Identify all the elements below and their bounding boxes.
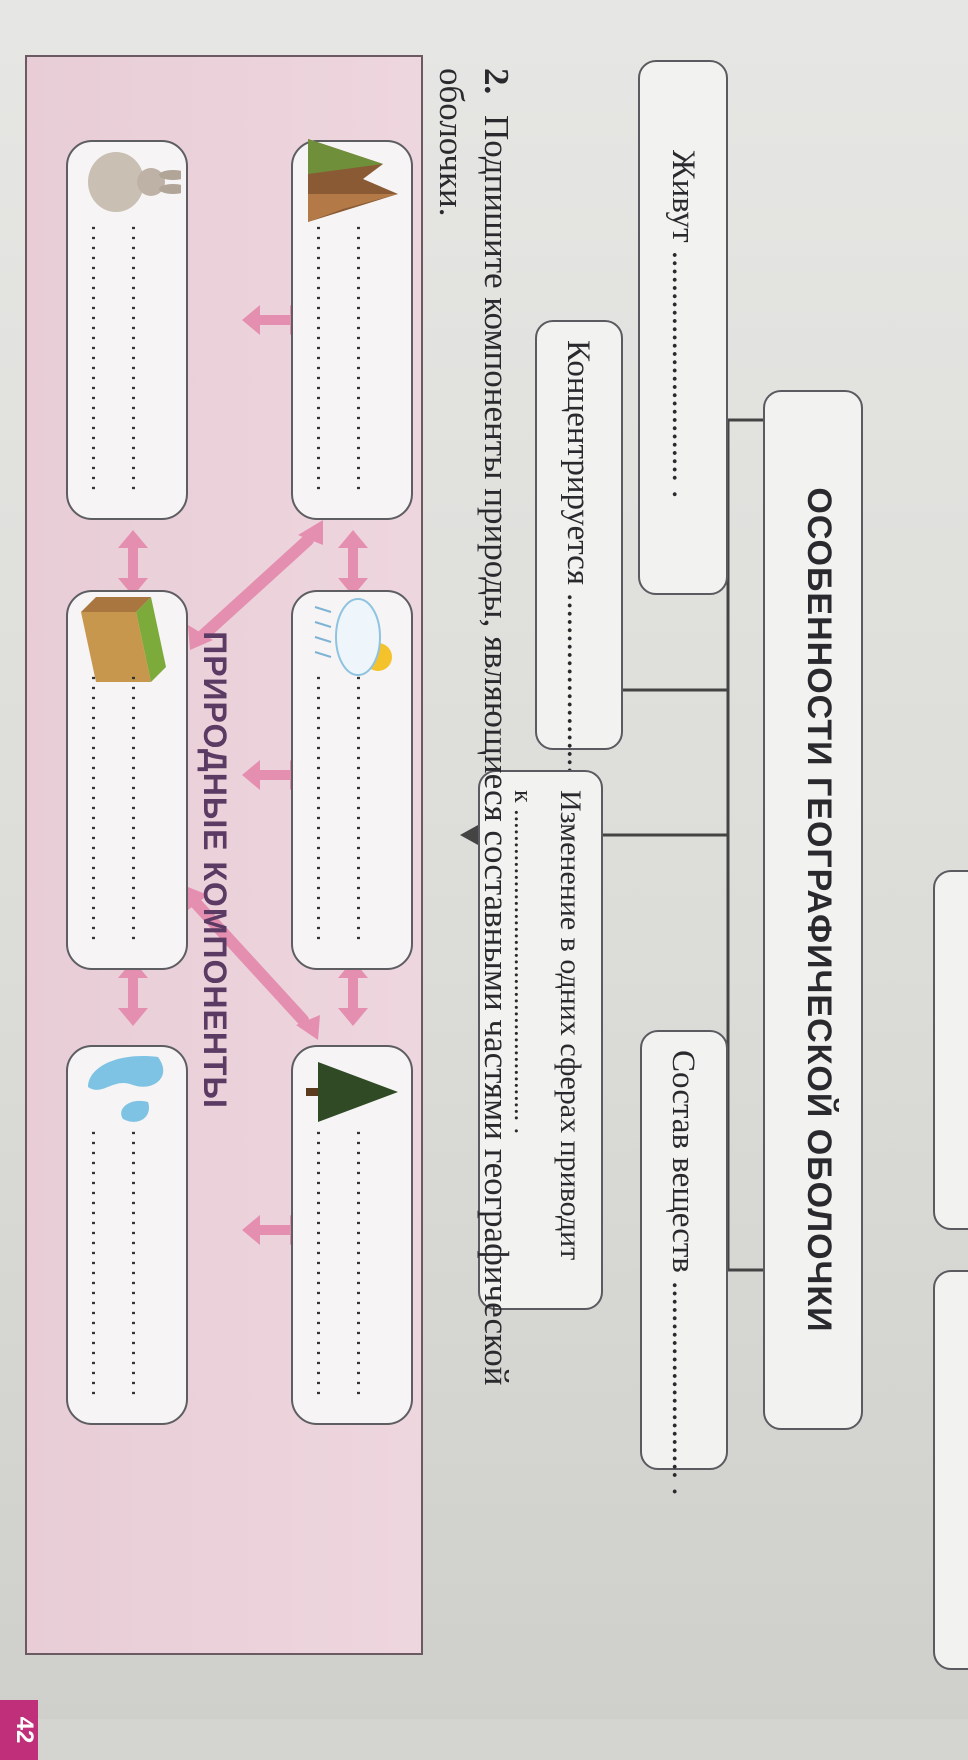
blank-line-2: .................................... (85, 672, 108, 942)
box-cut-2 (933, 1270, 968, 1670)
component-card: .................................... ...… (66, 1045, 188, 1425)
component-card: .................................... ...… (291, 139, 413, 520)
page-content: ОСОБЕННОСТИ ГЕОГРАФИЧЕСКОЙ ОБОЛОЧКИ Живу… (0, 55, 968, 1760)
component-card: .................................... ...… (66, 140, 188, 520)
scheme-title: ОСОБЕННОСТИ ГЕОГРАФИЧЕСКОЙ ОБОЛОЧКИ (800, 487, 838, 1333)
blank-line-2: .................................... (310, 672, 333, 942)
water-lakes-icon (88, 1056, 164, 1122)
component-card: .................................... ...… (66, 590, 188, 970)
mountain-icon (308, 139, 398, 222)
cloud-rain-sun-icon (314, 598, 392, 676)
blank-line-1: .................................... (350, 672, 373, 942)
component-card: .................................... ...… (291, 1045, 413, 1425)
blank-line-2: .................................... (310, 1127, 333, 1397)
rabbit-icon (88, 152, 181, 212)
task-number: 2. (477, 68, 516, 95)
blank-line-1: .................................... (350, 1127, 373, 1397)
fir-tree-icon (306, 1062, 398, 1122)
page-number: 42 (0, 1700, 38, 1760)
blank-line-1: .................................... (125, 1127, 148, 1397)
soil-block-icon (81, 597, 166, 682)
blank-line-1: .................................... (125, 672, 148, 942)
box-change-line1: Изменение в одних сферах приводит (554, 790, 587, 1261)
component-card: .................................... ...… (291, 590, 413, 970)
task-text-line2: оболочки. (432, 68, 471, 217)
blank-line-2: .................................... (310, 222, 333, 492)
task-text-line1: Подпишите компоненты природы, являющиеся… (477, 115, 516, 1386)
blank-line-1: .................................... (350, 222, 373, 492)
components-label: ПРИРОДНЫЕ КОМПОНЕНТЫ (197, 631, 233, 1109)
box-live-text: Живут ............................ . (665, 150, 701, 499)
box-cut-1 (933, 870, 968, 1230)
box-concentrate-text: Концентрируется ........................… (560, 340, 596, 808)
blank-line-2: .................................... (85, 222, 108, 492)
blank-line-2: .................................... (85, 1127, 108, 1397)
box-composition-text: Состав веществ ........................ … (665, 1050, 701, 1496)
blank-line-1: .................................... (125, 222, 148, 492)
